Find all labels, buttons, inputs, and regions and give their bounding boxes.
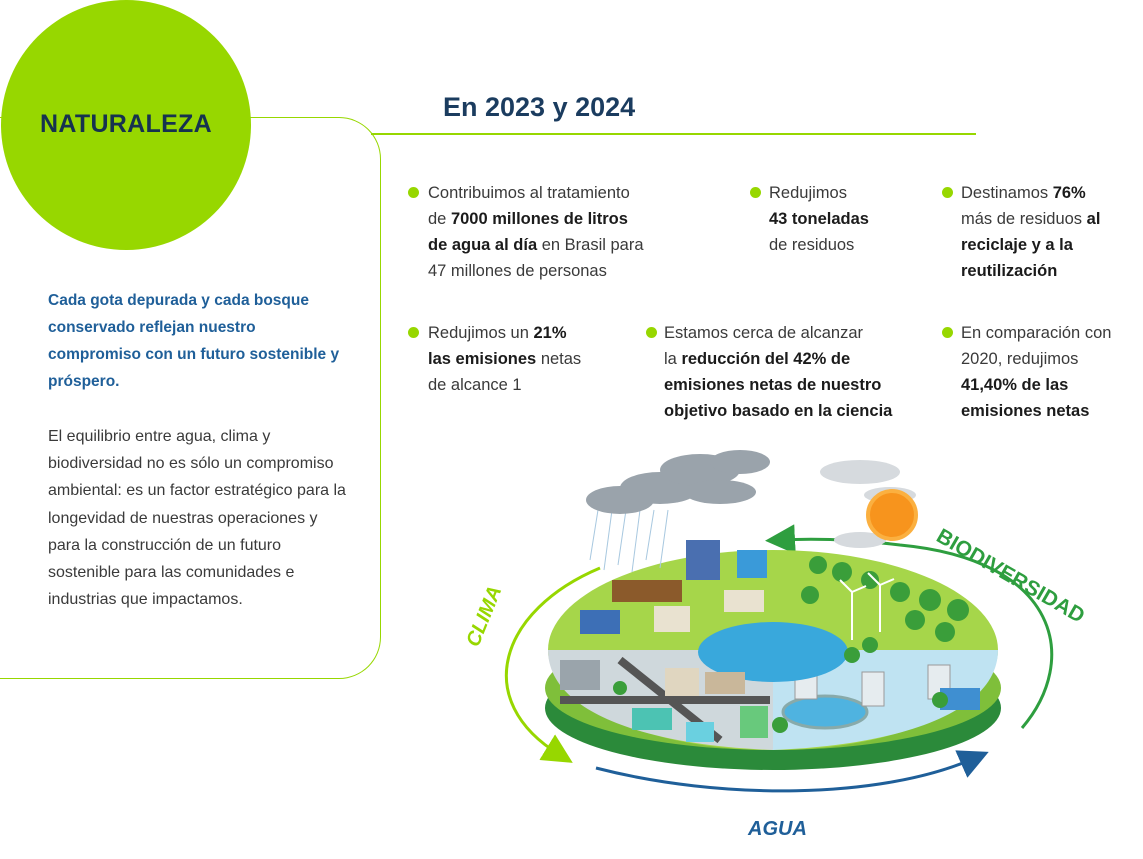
stat-highlight: reciclaje y a la [961,236,1073,254]
stat-text: de [428,210,451,228]
building [740,706,768,738]
stat-text: más de residuos [961,210,1087,228]
stat-highlight: 21% [533,324,567,342]
factory [665,668,699,696]
stat-net-emissions: En comparación con 2020, redujimos 41,40… [961,320,1139,424]
stat-text: 2020, redujimos [961,350,1079,368]
house [686,540,720,580]
lake [698,622,848,682]
stat-text: 47 millones de personas [428,262,607,280]
bullet-dot [750,187,761,198]
stat-text: Destinamos [961,184,1053,202]
bullet-dot [408,327,419,338]
stat-text: de residuos [769,236,855,254]
period-heading: En 2023 y 2024 [443,92,636,122]
bullet-dot [942,187,953,198]
stat-highlight: emisiones netas [961,402,1090,420]
rain [589,509,669,573]
intro-highlight: Cada gota depurada y cada bosque conserv… [48,292,340,390]
stat-text: netas [536,350,582,368]
factory [560,660,600,690]
building [940,688,980,710]
stat-text: en Brasil para [537,236,644,254]
stat-highlight: las emisiones [428,350,537,368]
heading-divider [371,133,976,135]
forest [613,556,969,733]
solar-panel [580,610,620,634]
stat-text: En comparación con [961,324,1112,342]
stat-highlight: 41,40% de las [961,376,1069,394]
stat-highlight: 43 toneladas [769,210,869,228]
section-title: NATURALEZA [40,110,212,138]
stat-highlight: 7000 millones de litros [450,210,628,228]
stat-highlight: emisiones netas de nuestro [664,376,882,394]
farm-field [612,580,682,602]
bullet-dot [408,187,419,198]
stat-text: Estamos cerca de alcanzar [664,324,864,342]
stat-highlight: reutilización [961,262,1058,280]
bullet-dot [942,327,953,338]
treatment-tank [781,694,869,730]
stat-highlight: objetivo basado en la ciencia [664,402,893,420]
sun-icon [866,489,918,541]
stat-highlight: al [1086,210,1101,228]
agua-label: AGUA [747,818,807,840]
stat-scope1-emissions: Redujimos un 21% las emisiones netas de … [428,320,638,398]
house [724,590,764,612]
stat-text: la [664,350,682,368]
stat-text: Redujimos un [428,324,534,342]
house [737,550,767,578]
bullet-dot [646,327,657,338]
intro-body: El equilibrio entre agua, clima y biodiv… [48,428,346,609]
stat-highlight: de agua al día [428,236,538,254]
section-badge [1,0,251,250]
clima-label: CLIMA [462,583,506,650]
silo [861,671,885,707]
stat-text: de alcance 1 [428,376,522,394]
building [632,708,672,730]
stat-highlight: 76% [1052,184,1086,202]
wind-turbine-icon [839,572,895,640]
stat-text: Redujimos [769,184,847,202]
biodiversidad-arrow [765,524,1054,729]
clima-arrow [505,566,601,763]
stat-highlight: reducción del 42% de [681,350,851,368]
factory [705,672,745,694]
house [654,606,690,632]
rain-cloud-icon [586,450,770,514]
stat-waste-reduction: Redujimos 43 toneladas de residuos [769,180,929,258]
stat-science-target: Estamos cerca de alcanzar la reducción d… [664,320,934,424]
stat-text: Contribuimos al tratamiento [428,184,630,202]
building [686,722,714,742]
agua-arrow [595,750,989,793]
stat-recycling: Destinamos 76% más de residuos al recicl… [961,180,1139,284]
stat-water-treatment: Contribuimos al tratamiento de 7000 mill… [428,180,728,284]
